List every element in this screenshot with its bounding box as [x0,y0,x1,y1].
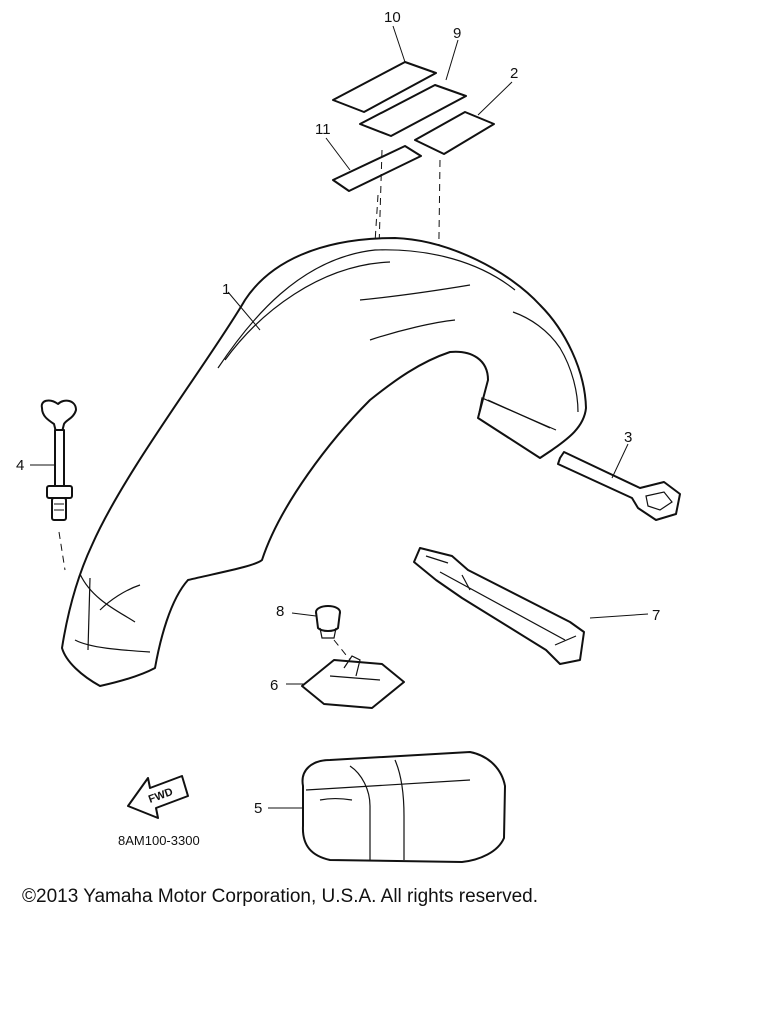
callout-6: 6 [270,677,278,694]
callout-4: 4 [16,457,24,474]
callout-5: 5 [254,800,262,817]
decal-11 [332,145,422,192]
copyright-notice: ©2013 Yamaha Motor Corporation, U.S.A. A… [22,886,538,907]
stay-rod [557,451,681,521]
callout-1: 1 [222,281,230,298]
fwd-arrow: FWD [127,775,189,819]
callout-10: 10 [384,9,401,26]
wing-bolt [40,399,77,571]
decal-10 [332,61,437,113]
grommet [315,605,351,661]
callout-7: 7 [652,607,660,624]
main-cover [61,237,587,687]
callout-3: 3 [624,429,632,446]
decal-2 [414,111,495,155]
rubber-strap [413,547,585,665]
callout-9: 9 [453,25,461,42]
seat-pad [301,751,506,863]
mounting-plate [301,655,405,709]
callout-8: 8 [276,603,284,620]
callout-2: 2 [510,65,518,82]
callout-11: 11 [315,121,331,138]
decal-9 [359,84,467,137]
drawing-code: 8AM100-3300 [118,833,200,848]
